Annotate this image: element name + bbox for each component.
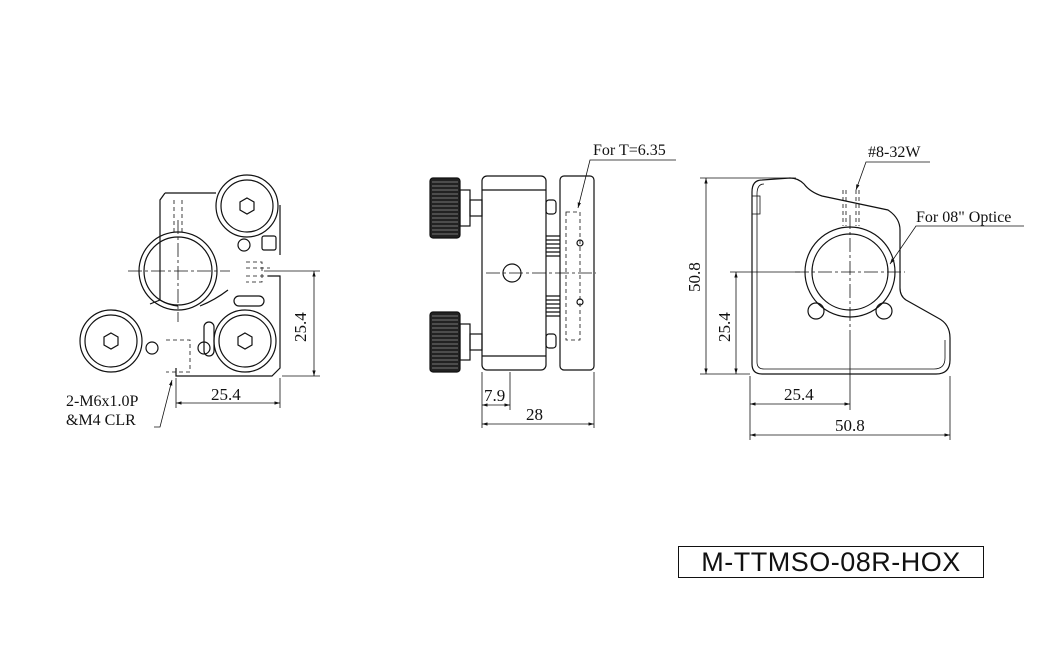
side-knob-collar-top (469, 199, 483, 217)
front-lock-screw-1 (237, 238, 251, 252)
side-callout-leader (577, 159, 676, 209)
front-knob-right-inner (218, 314, 272, 368)
side-callout-label: For T=6.35 (593, 142, 666, 159)
side-dim-small-label: 7.9 (484, 386, 505, 405)
side-knob-knurl-bottom (432, 315, 458, 369)
back-plate-outline (751, 177, 951, 375)
back-ball-left (807, 302, 825, 320)
back-thread-leader (855, 161, 930, 191)
back-plate-inner-outline (756, 183, 946, 370)
side-dim-total-label: 28 (526, 405, 543, 424)
front-hidden-bore (173, 200, 183, 232)
side-front-plate (559, 175, 595, 371)
front-small-block (261, 235, 277, 251)
back-dim-width-label: 50.8 (835, 416, 865, 435)
front-view: 25.4 25.4 2-M6x1.0P &M4 CLR (66, 174, 320, 429)
side-spring-bottom (546, 295, 560, 317)
part-number-title: M-TTMSO-08R-HOX (678, 546, 984, 578)
back-ball-right (875, 302, 893, 320)
front-knob-top-hex (239, 197, 255, 215)
front-dim-v-label: 25.4 (291, 312, 310, 342)
side-pin-top (545, 199, 557, 215)
front-callout-leader (154, 379, 173, 428)
back-thread-hole (842, 190, 860, 226)
side-spring-top (546, 235, 560, 257)
front-callout-line2: &M4 CLR (66, 412, 136, 429)
back-dim-height-label: 50.8 (685, 262, 704, 292)
front-knob-top-inner (220, 179, 274, 233)
front-callout-line1: 2-M6x1.0P (66, 393, 139, 410)
front-hidden-tap-2 (166, 339, 191, 373)
back-thread-label: #8-32W (868, 144, 921, 161)
front-lock-lever (233, 295, 265, 307)
front-knob-right-hex (237, 332, 253, 350)
side-knob-bottom (429, 311, 461, 373)
front-lock-lever-2 (203, 321, 215, 357)
side-optic-slot (565, 211, 581, 341)
front-knob-right-outer (213, 309, 277, 373)
back-dim-half-height-label: 25.4 (715, 312, 734, 342)
side-knob-shaft-top (459, 189, 471, 227)
front-dim-h-label: 25.4 (211, 385, 241, 404)
side-plate-hole-1 (576, 239, 584, 247)
side-knob-collar-bottom (469, 333, 483, 351)
side-plate-hole-2 (576, 298, 584, 306)
front-lock-screw-2 (145, 341, 159, 355)
side-pin-bottom (545, 333, 557, 349)
side-knob-top (429, 177, 461, 239)
back-view: #8-32W For 08" Optice 50.8 25.4 25.4 50.… (685, 144, 1024, 440)
front-knob-left-hex (103, 332, 119, 350)
back-dim-half-width-label: 25.4 (784, 385, 814, 404)
front-hidden-tap-1 (246, 261, 270, 283)
side-knob-knurl-top (432, 181, 458, 235)
front-knob-top-outer (215, 174, 279, 238)
front-knob-left-inner (84, 314, 138, 368)
front-body-outline (149, 192, 281, 377)
back-optic-leader (889, 225, 1024, 265)
back-side-slot (751, 195, 761, 215)
front-knob-left-outer (79, 309, 143, 373)
side-knob-shaft-bottom (459, 323, 471, 361)
side-view: For T=6.35 7.9 28 (429, 142, 676, 428)
back-optic-label: For 08" Optice (916, 209, 1011, 226)
